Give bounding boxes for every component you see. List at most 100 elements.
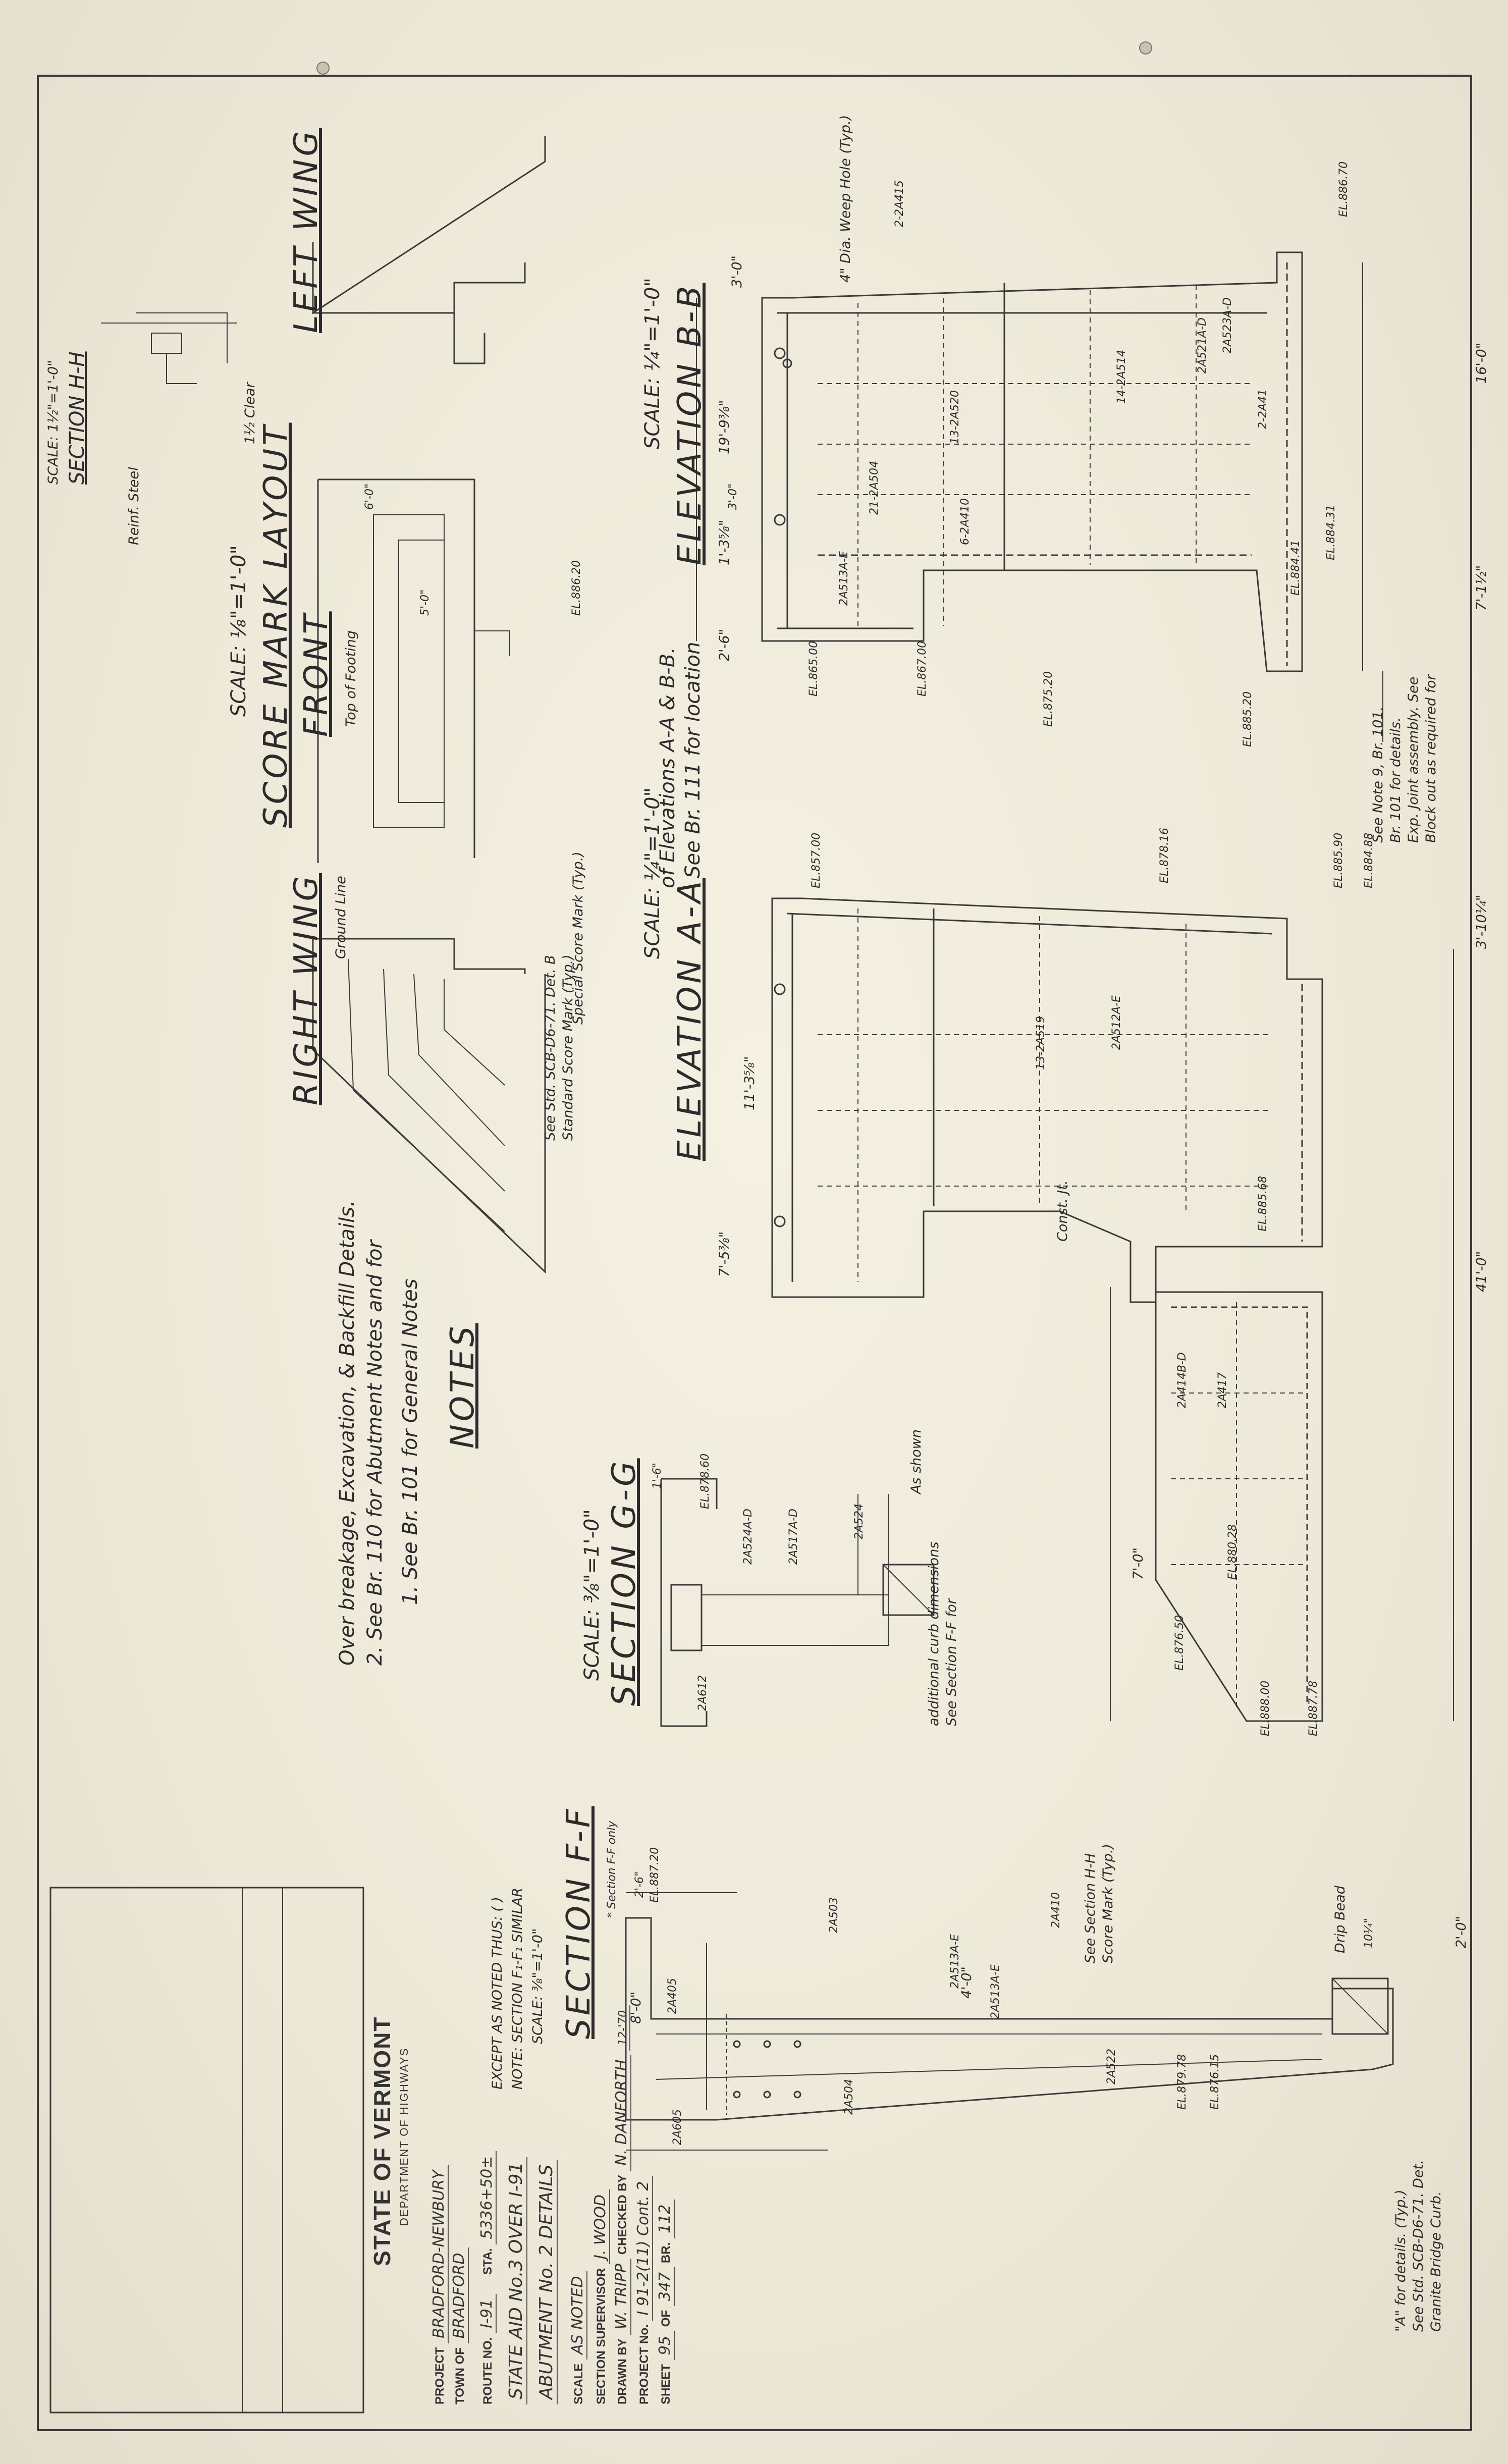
elevation-tag: EL.875.20 xyxy=(1042,671,1055,727)
front-drawing xyxy=(317,478,510,863)
right-wing-label: RIGHT WING xyxy=(288,873,325,1105)
elevation-tag: EL.878.16 xyxy=(1158,827,1171,883)
const-jt-callout: Const. Jt. xyxy=(1055,1180,1070,1242)
elevation-tag: EL.886.20 xyxy=(570,560,583,616)
elevation-tag: EL.887.78 xyxy=(1307,1680,1320,1736)
state-title: STATE OF VERMONT xyxy=(369,2016,395,2266)
ground-line-callout: Ground Line xyxy=(333,876,349,959)
elevation-tag: EL.880.28 xyxy=(1226,1524,1239,1580)
bar-label: 14-2A514 xyxy=(1115,350,1128,404)
scale-value: AS NOTED xyxy=(569,2271,587,2360)
description-line-1: STATE AID No.3 OVER I-91 xyxy=(506,2157,527,2404)
bar-label: 2A512A-E xyxy=(1110,995,1123,1050)
title-block-frame xyxy=(49,1887,364,2414)
elevation-tag: EL.884.88 xyxy=(1363,832,1375,888)
blockout-callout-3: Br. 101 for details. xyxy=(1388,717,1404,843)
elevation-tag: EL.879.78 xyxy=(1176,2054,1189,2110)
br-value: 112 xyxy=(656,2199,675,2238)
of-value: 347 xyxy=(656,2267,675,2307)
bar-label: 2A524A-D xyxy=(742,1509,755,1565)
standard-score-callout: Standard Score Mark (Typ.) xyxy=(560,954,576,1141)
dimension: 41'-0" xyxy=(1474,1251,1489,1292)
bar-label: 2A522 xyxy=(1105,2048,1118,2084)
bar-label: 2A523A-D xyxy=(1221,297,1234,353)
sheet-border xyxy=(37,75,1472,2431)
bar-label: 2A517A-D xyxy=(787,1509,800,1565)
score-mark-title: SCORE MARK LAYOUT xyxy=(257,422,295,828)
drawn-label: DRAWN BY xyxy=(616,2338,629,2404)
elevation-tag: EL.885.90 xyxy=(1332,832,1345,888)
granite-curb-callout-2: See Std. SCB-D6-71. Det. xyxy=(1411,2160,1426,2332)
elevation-tag: EL.876.15 xyxy=(1209,2054,1221,2110)
reinf-steel-callout: Reinf. Steel xyxy=(126,467,142,545)
elevation-tag: EL.884.41 xyxy=(1289,540,1302,596)
description-line-2: ABUTMENT No. 2 DETAILS xyxy=(536,2159,558,2404)
dimension: 4'-0" xyxy=(959,1966,975,1999)
route-label: ROUTE NO. xyxy=(481,2337,495,2404)
curb-dims-callout-1: See Section F-F for xyxy=(944,1598,959,1726)
section-hh-scale: SCALE: 1½"=1'-0" xyxy=(45,360,61,485)
dimension: 3'-10¼" xyxy=(1474,894,1489,949)
score-mark-see: See Section H-H xyxy=(1083,1853,1098,1963)
elevation-bb-scale: SCALE: ¼"=1'-0" xyxy=(641,278,664,449)
bar-label: 6-2A410 xyxy=(959,498,972,545)
route-value: I-91 xyxy=(478,2294,497,2333)
dimension: 7'-0" xyxy=(1130,1547,1146,1580)
bar-label: 2A503 xyxy=(828,1897,840,1933)
sheet-label: SHEET xyxy=(659,2364,673,2404)
dimension: 1'-3⅝" xyxy=(717,519,732,565)
curb-dims-callout-2: additional curb dimensions xyxy=(926,1541,942,1726)
note-2b: Over breakage, Excavation, & Backfill De… xyxy=(336,1200,359,1666)
bar-label: 13-2A520 xyxy=(949,390,961,444)
see-br111-b: of Elevations A-A & B-B. xyxy=(656,647,679,888)
date-value: 12-'70 xyxy=(617,2005,630,2051)
elevation-tag: EL.885.68 xyxy=(1257,1175,1269,1231)
elevation-bb-title: ELEVATION B-B xyxy=(671,283,709,565)
score-mark-scale: SCALE: ⅛"=1'-0" xyxy=(227,545,250,717)
blockout-callout-1: Block out as required for xyxy=(1423,674,1439,843)
elevation-aa-drawing xyxy=(696,251,1383,742)
drawn-value: W. TRIPP xyxy=(613,2259,631,2335)
weep-hole-callout: 4" Dia. Weep Hole (Typ.) xyxy=(838,115,853,283)
section-gg-scale: SCALE: ⅜"=1'-0" xyxy=(580,1509,604,1681)
top-of-footing-callout: Top of Footing xyxy=(343,630,359,727)
notes-heading: NOTES xyxy=(444,1323,481,1449)
clear-callout: 1½ Clear xyxy=(242,382,258,444)
dimension: 19'-9⅜" xyxy=(717,400,732,454)
bar-label: 13-2A519 xyxy=(1035,1016,1047,1070)
elevation-tag: EL.857.00 xyxy=(810,832,823,888)
as-shown-callout: As shown xyxy=(908,1429,924,1494)
sta-label: STA. xyxy=(481,2248,495,2275)
elevation-aa-title: ELEVATION A-A xyxy=(671,878,709,1161)
section-hh-title: SECTION H-H xyxy=(66,351,89,485)
bar-label: 2-2A41 xyxy=(1257,389,1269,429)
dimension: 1'-6" xyxy=(651,1462,664,1489)
elevation-tag: EL.885.20 xyxy=(1242,691,1254,747)
section-ff-drawing xyxy=(625,1892,1394,2151)
elevation-tag: EL.876.50 xyxy=(1173,1615,1186,1671)
sta-value: 5336+50± xyxy=(478,2151,497,2244)
dimension: 2'-6" xyxy=(717,629,732,661)
br-label: BR. xyxy=(659,2242,673,2264)
blockout-callout-2: Exp. Joint assembly. See xyxy=(1406,676,1421,843)
front-label: FRONT xyxy=(298,611,335,737)
dimension: 16'-0" xyxy=(1474,342,1489,384)
see-br111: See Br. 111 for location xyxy=(681,641,705,878)
dimension: 6'-0" xyxy=(363,483,376,510)
bar-label: 2A521A-D xyxy=(1196,317,1209,373)
dimension: 7'-5⅜" xyxy=(717,1231,732,1277)
granite-curb-callout-1: Granite Bridge Curb. xyxy=(1428,2191,1444,2332)
note-2: 2. See Br. 110 for Abutment Notes and fo… xyxy=(363,1240,387,1666)
elevation-tag: EL.886.70 xyxy=(1337,161,1350,217)
project-no-value: I 91-2(11) Cont. 2 xyxy=(634,2176,653,2321)
department-title: DEPARTMENT OF HIGHWAYS xyxy=(398,2047,410,2226)
bar-label: 2A612 xyxy=(696,1675,709,1711)
bar-label: 2A417 xyxy=(1216,1372,1229,1408)
left-wing-label: LEFT WING xyxy=(288,128,325,333)
elevation-tag: EL.867.00 xyxy=(916,640,929,697)
scale-label: SCALE xyxy=(572,2363,585,2404)
dimension: 11'-3⅝" xyxy=(742,1056,758,1110)
standard-score-callout-2: See Std. SCB-D6-71. Det. B xyxy=(543,955,558,1141)
